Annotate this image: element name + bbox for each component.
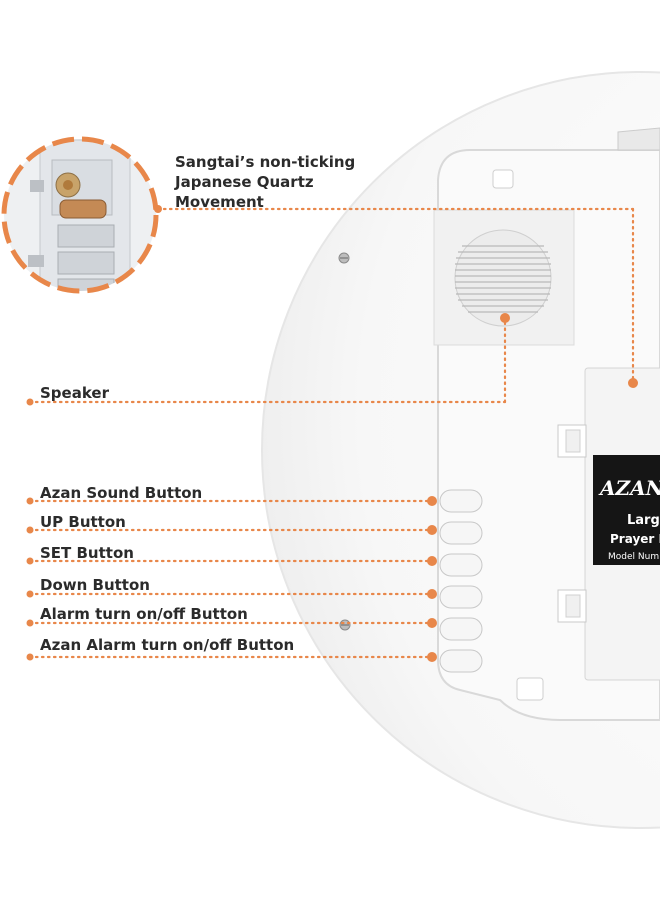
speaker-callout: Speaker	[40, 384, 109, 402]
panel-tab-top	[492, 169, 514, 189]
clip-hinge-top	[557, 424, 587, 458]
azan-sound-button-callout: Azan Sound Button	[40, 484, 203, 502]
azan-alarm-toggle-button[interactable]	[439, 649, 483, 673]
product-label-line2: Prayer R	[610, 532, 660, 546]
up-button[interactable]	[439, 521, 483, 545]
speaker-grille-icon	[454, 229, 552, 327]
button-column	[439, 489, 483, 673]
azan-alarm-button-callout: Azan Alarm turn on/off Button	[40, 636, 295, 654]
hanging-notch	[617, 127, 660, 151]
down-button-callout: Down Button	[40, 576, 150, 594]
up-button-callout: UP Button	[40, 513, 126, 531]
screw-icon	[338, 252, 350, 264]
set-button-callout: SET Button	[40, 544, 134, 562]
alarm-toggle-button[interactable]	[439, 617, 483, 641]
product-label	[593, 455, 660, 565]
movement-callout-line3: Movement	[175, 193, 264, 211]
quartz-movement-photo	[1, 136, 159, 294]
movement-callout-line1: Sangtai’s non-ticking	[175, 153, 356, 171]
panel-tab-bottom	[516, 677, 544, 701]
set-button[interactable]	[439, 553, 483, 577]
alarm-button-callout: Alarm turn on/off Button	[40, 605, 248, 623]
product-logo: AZAN	[598, 476, 660, 500]
callout-lines	[28, 207, 635, 659]
product-label-line3: Model Num	[608, 552, 659, 562]
azan-sound-button[interactable]	[439, 489, 483, 513]
callout-dots	[26, 205, 638, 662]
movement-callout-line2: Japanese Quartz	[175, 173, 314, 191]
product-label-line1: Large	[627, 513, 660, 528]
screw-icon	[339, 619, 351, 631]
clip-hinge-bottom	[557, 589, 587, 623]
down-button[interactable]	[439, 585, 483, 609]
